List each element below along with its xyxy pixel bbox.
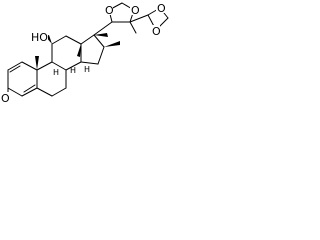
bond-c1-c2 [7, 61, 23, 71]
mask-o2 [130, 4, 139, 15]
bond-c17-c13 [80, 34, 95, 45]
bond-c5-c6 [36, 87, 53, 97]
bond-c11-c12 [51, 35, 67, 45]
bond-c21-o-e [129, 21, 137, 34]
bond-c14-c15 [80, 61, 99, 65]
hydroxyl-label: HO [31, 31, 48, 44]
mask-ketone [0, 92, 10, 104]
bond-c9-c10 [36, 61, 53, 71]
bond-c12-c13 [65, 35, 82, 45]
bond-c16-c17 [93, 34, 105, 48]
bond-c1-c2-double [9, 65, 21, 73]
mask-o1 [104, 4, 113, 15]
bond-c14-c8 [65, 61, 82, 71]
molecule-diagram: O HO O O O O H H H [0, 0, 173, 114]
wedge-c16-methyl [104, 41, 120, 47]
bond-c15-c16 [97, 46, 105, 65]
ketone-oxygen-label: O [1, 92, 10, 105]
bond-c21-c22 [129, 14, 149, 23]
acetal-oxygen-2-label: O [131, 4, 140, 17]
h9-label: H [53, 68, 59, 77]
h8-label: H [70, 66, 76, 75]
mask-o3 [156, 2, 165, 13]
acetal-oxygen-3-label: O [157, 2, 166, 15]
bond-c6-c7 [51, 87, 67, 97]
bond-c17-c20 [93, 21, 113, 36]
wedge-c10-methyl [35, 56, 39, 70]
skeletal-structure: O HO O O O O H H H [0, 2, 169, 105]
wedge-c17-o [94, 33, 108, 37]
bond-c4-c5 [21, 87, 38, 97]
mask-hydroxyl [30, 31, 48, 43]
bond-c4-c5-double [23, 84, 36, 93]
h14-label: H [84, 65, 90, 74]
bond-c10-c1 [21, 61, 38, 71]
wedge-c13-methyl [77, 44, 81, 57]
mask-o4 [151, 25, 160, 36]
bond-c8-c9 [51, 61, 67, 71]
bond-c3-c4 [7, 87, 23, 97]
acetal-oxygen-1-label: O [105, 4, 114, 17]
acetal-oxygen-4-label: O [152, 25, 161, 38]
